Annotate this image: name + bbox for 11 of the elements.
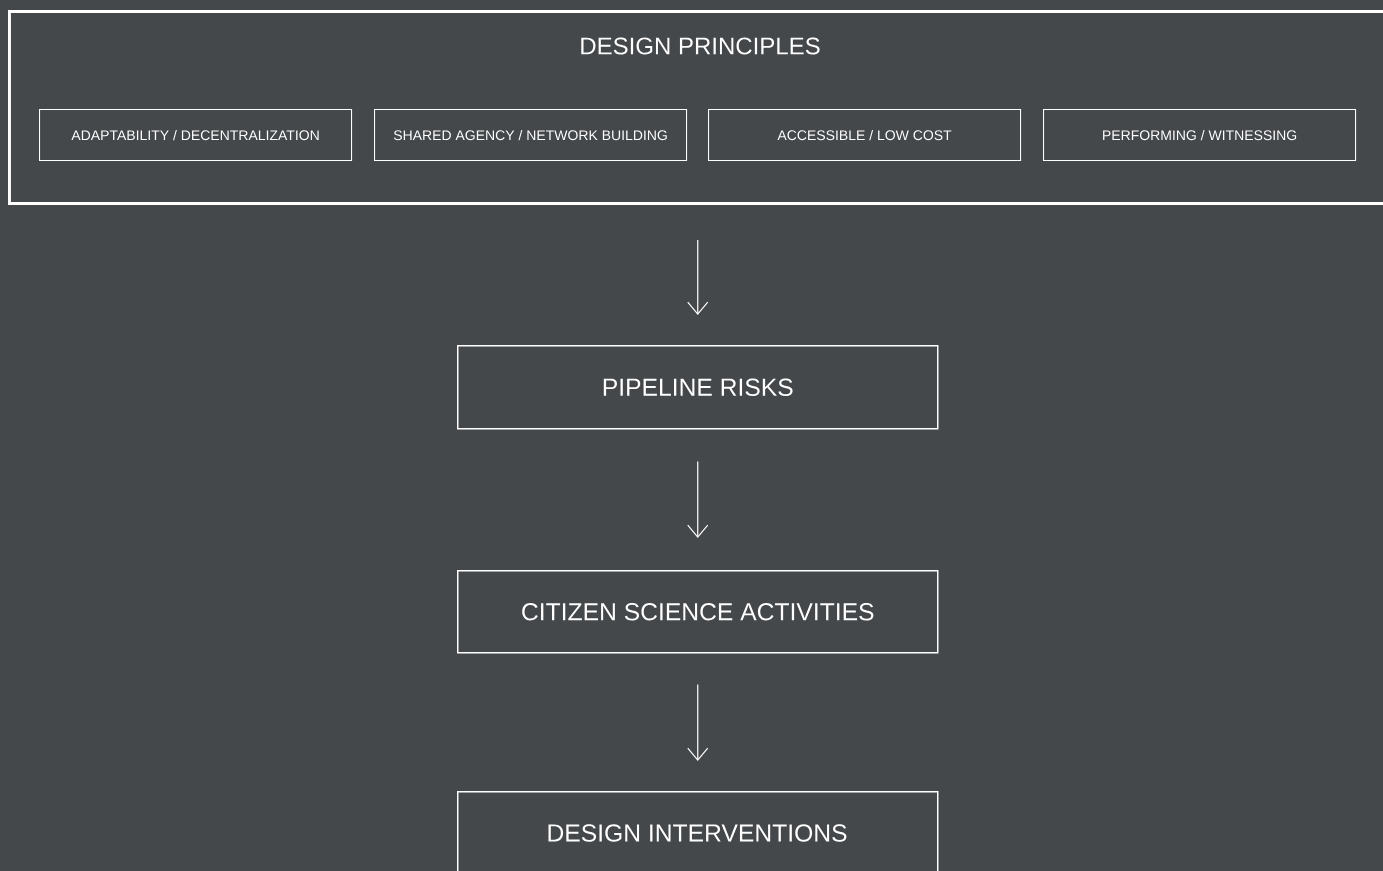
process-box: PIPELINE RISKS [457,345,939,430]
arrow [687,239,709,315]
arrow [687,460,709,538]
arrow [687,683,709,761]
heading: DESIGN PRINCIPLES [581,37,820,55]
process-box: CITIZEN SCIENCE ACTIVITIES [457,570,939,654]
principle-box: SHARED AGENCY / NETWORK BUILDING [374,109,688,162]
principle-box: PERFORMING / WITNESSING [1043,109,1357,162]
process-box: DESIGN INTERVENTIONS [457,791,939,871]
principle-box: ACCESSIBLE / LOW COST [708,109,1022,162]
principle-box: ADAPTABILITY / DECENTRALIZATION [39,109,353,162]
